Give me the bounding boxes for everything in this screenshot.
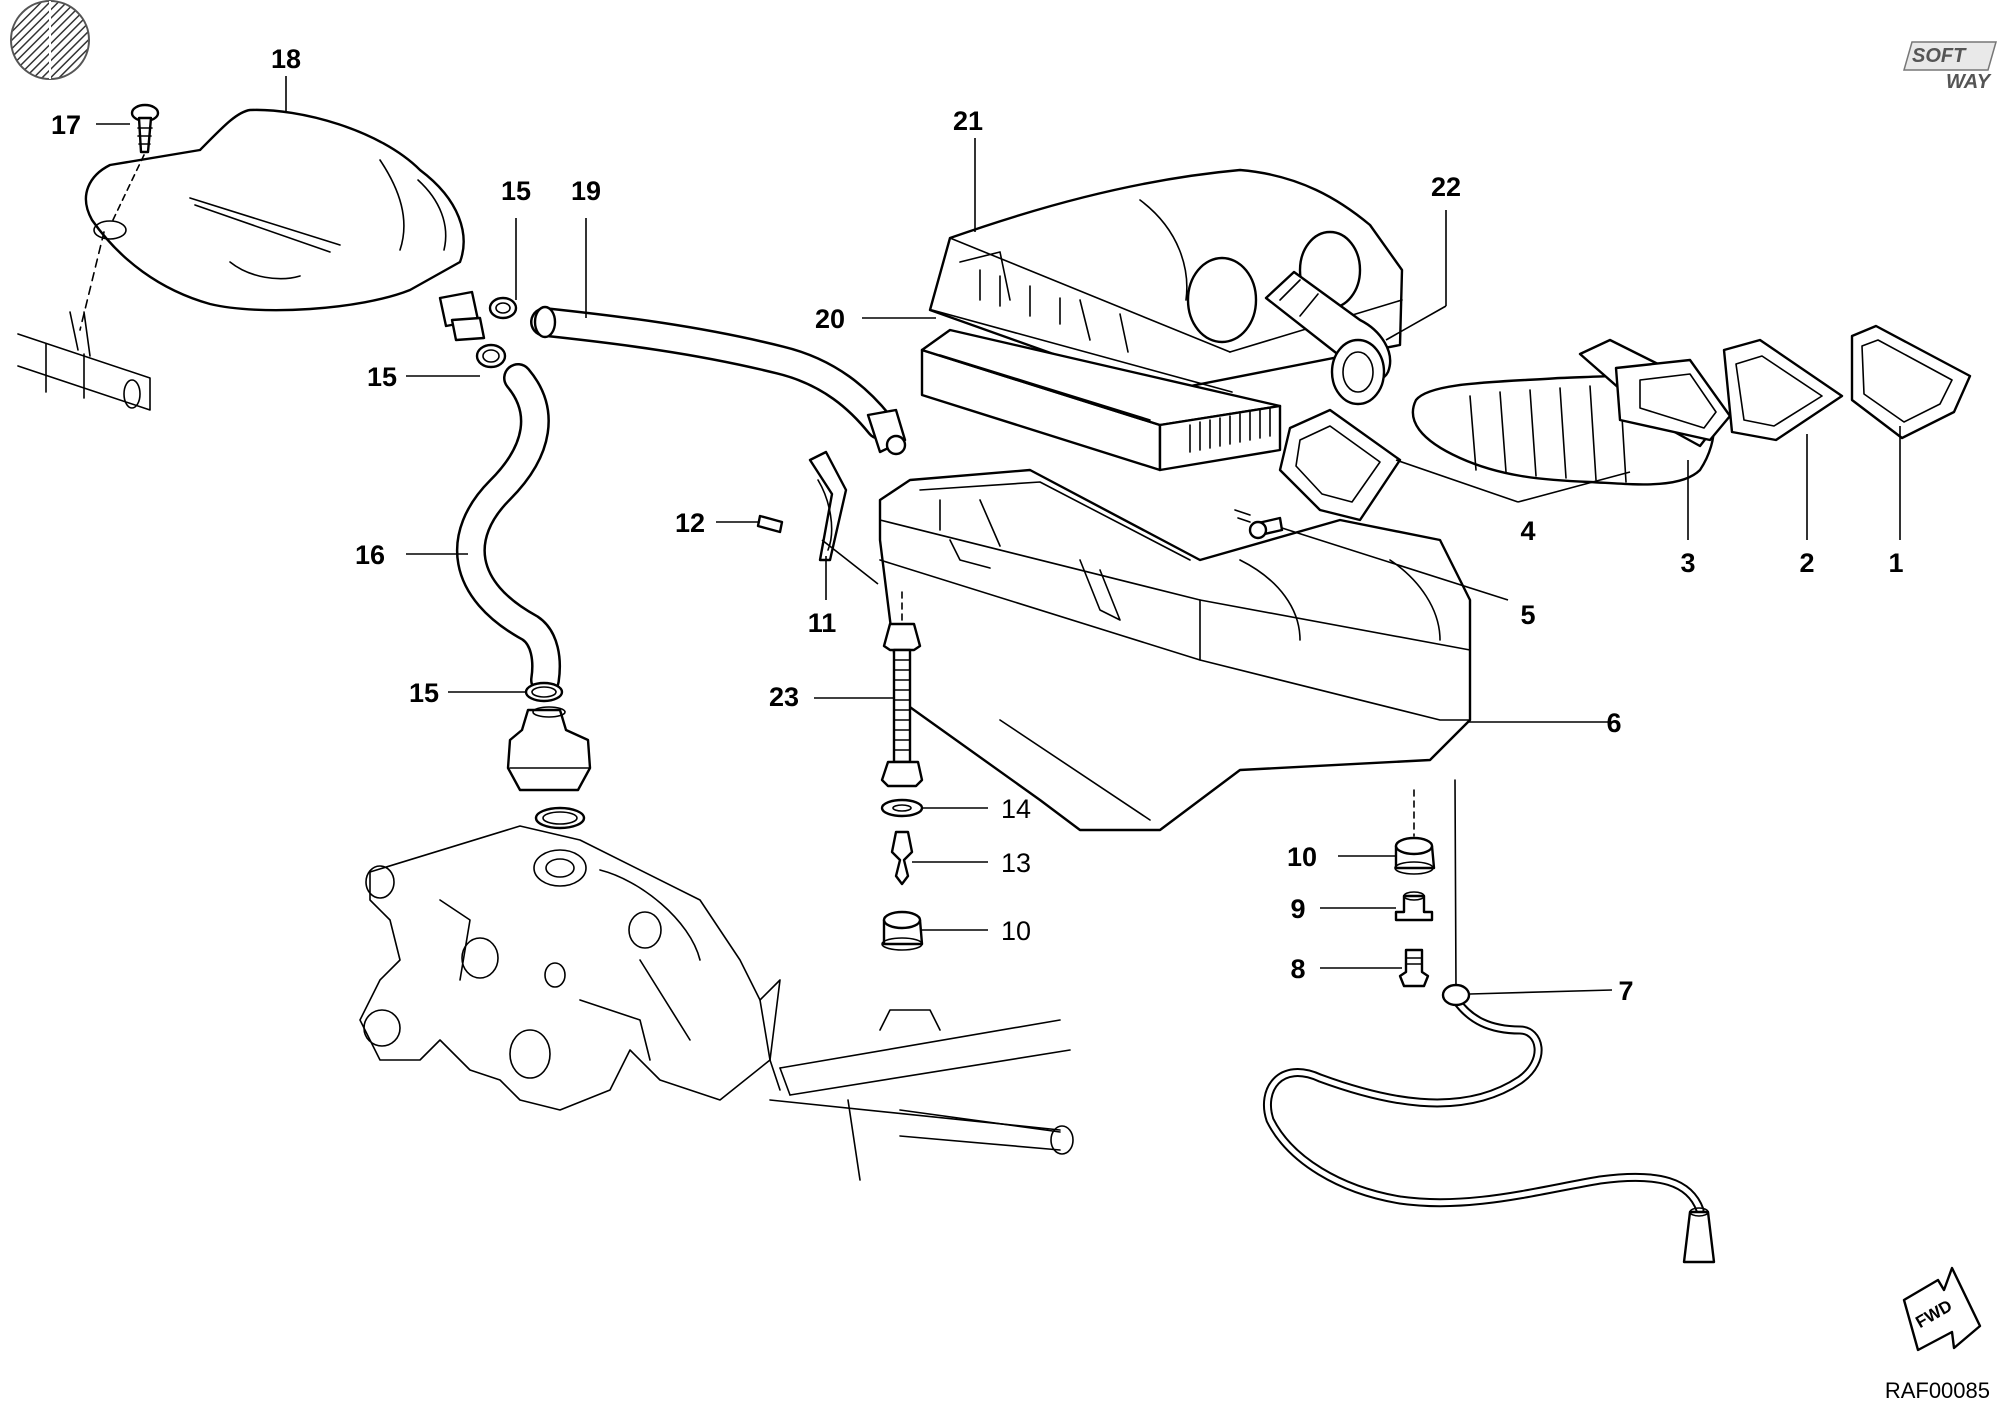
part-4-flange bbox=[1278, 408, 1402, 522]
part-1-seal bbox=[1850, 324, 1972, 440]
mounting-bracket bbox=[17, 231, 151, 411]
logo-text-bottom: WAY bbox=[1946, 71, 1992, 93]
callout-1: 1 bbox=[1888, 548, 1903, 578]
part-22-intake-snorkel bbox=[1264, 270, 1392, 406]
callout-20: 20 bbox=[815, 304, 845, 334]
logo-text-top: SOFT bbox=[1912, 45, 1967, 67]
callout-5: 5 bbox=[1520, 600, 1535, 630]
part-11-strap bbox=[808, 450, 848, 562]
callout-7: 7 bbox=[1618, 976, 1633, 1006]
callout-13: 13 bbox=[1001, 848, 1031, 878]
callout-12: 12 bbox=[675, 508, 705, 538]
callout-3: 3 bbox=[1680, 548, 1695, 578]
part-17-screw bbox=[111, 103, 160, 223]
breather-adapter bbox=[506, 706, 592, 830]
engine-block-outline bbox=[359, 825, 781, 1111]
callout-10-right: 10 bbox=[1287, 842, 1317, 872]
part-8-screw bbox=[1398, 948, 1430, 988]
callout-8: 8 bbox=[1290, 954, 1305, 984]
part-19-hose bbox=[530, 305, 907, 456]
callout-6: 6 bbox=[1606, 708, 1621, 738]
leader-lines bbox=[96, 76, 1901, 995]
softway-logo: SOFT WAY bbox=[1903, 41, 1997, 93]
callout-15-bottom: 15 bbox=[409, 678, 439, 708]
hatched-circle-icon bbox=[10, 0, 90, 80]
callout-11: 11 bbox=[808, 608, 837, 638]
part-3-intake-duct bbox=[1411, 338, 1732, 486]
part-6-airbox-housing bbox=[878, 468, 1472, 832]
part-2-gasket bbox=[1722, 338, 1844, 442]
part-7-drain-tube bbox=[1262, 779, 1716, 1264]
part-5-screws bbox=[1234, 509, 1284, 540]
part-15-clamp-middle bbox=[475, 343, 507, 369]
part-18-shroud bbox=[84, 108, 465, 312]
callout-15-top: 15 bbox=[501, 176, 531, 206]
part-13-stud bbox=[890, 830, 914, 886]
callout-4: 4 bbox=[1520, 516, 1535, 546]
callout-21: 21 bbox=[953, 106, 983, 136]
callout-22: 22 bbox=[1431, 172, 1461, 202]
part-10-grommet-right bbox=[1394, 789, 1436, 875]
callout-14: 14 bbox=[1001, 794, 1031, 824]
callout-19: 19 bbox=[571, 176, 601, 206]
callout-9: 9 bbox=[1290, 894, 1305, 924]
callout-17: 17 bbox=[51, 110, 81, 140]
part-18-outlets bbox=[438, 290, 486, 342]
frame-tube-outline bbox=[769, 1009, 1074, 1181]
reference-code: RAF00085 bbox=[1885, 1378, 1990, 1403]
part-9-spacer bbox=[1394, 891, 1434, 922]
callout-labels: 1 2 3 4 5 6 7 8 9 10 10 11 12 13 14 15 1… bbox=[51, 44, 1904, 1006]
part-15-clamp-lower bbox=[524, 681, 564, 703]
part-14-washer bbox=[880, 798, 924, 818]
part-23-bolt bbox=[880, 589, 924, 788]
part-21-airbox-cover bbox=[928, 168, 1404, 394]
callout-16: 16 bbox=[355, 540, 385, 570]
part-16-hose bbox=[455, 363, 562, 695]
callout-18: 18 bbox=[271, 44, 301, 74]
part-20-air-filter bbox=[920, 328, 1282, 472]
part-12-pin bbox=[756, 514, 784, 534]
part-15-clamp-upper bbox=[488, 296, 518, 320]
part-10-grommet-left bbox=[881, 910, 924, 951]
forward-arrow-icon: FWD bbox=[1902, 1266, 1982, 1352]
callout-10-left: 10 bbox=[1001, 916, 1031, 946]
callout-23: 23 bbox=[769, 682, 799, 712]
callout-15-middle: 15 bbox=[367, 362, 397, 392]
callout-2: 2 bbox=[1799, 548, 1814, 578]
